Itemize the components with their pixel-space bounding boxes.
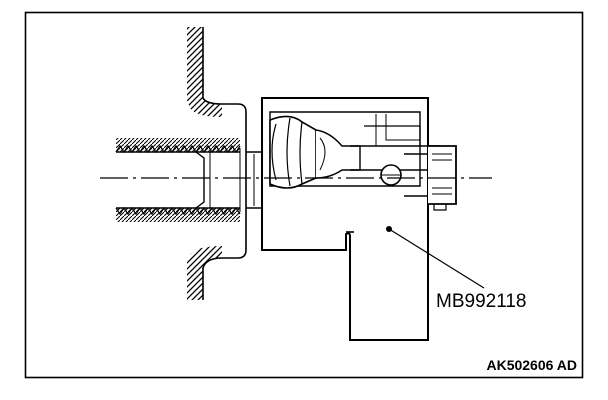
figure-code-label: AK502606 AD — [486, 357, 577, 373]
threaded-bore — [115, 138, 241, 222]
leader-line — [388, 228, 485, 289]
callout: MB992118 — [386, 226, 527, 312]
housing-section — [187, 27, 247, 300]
part-number-label: MB992118 — [436, 291, 527, 312]
internal-assembly — [246, 114, 457, 211]
figure-border — [24, 11, 584, 379]
thread-lower — [115, 206, 241, 216]
thread-upper — [115, 144, 241, 154]
